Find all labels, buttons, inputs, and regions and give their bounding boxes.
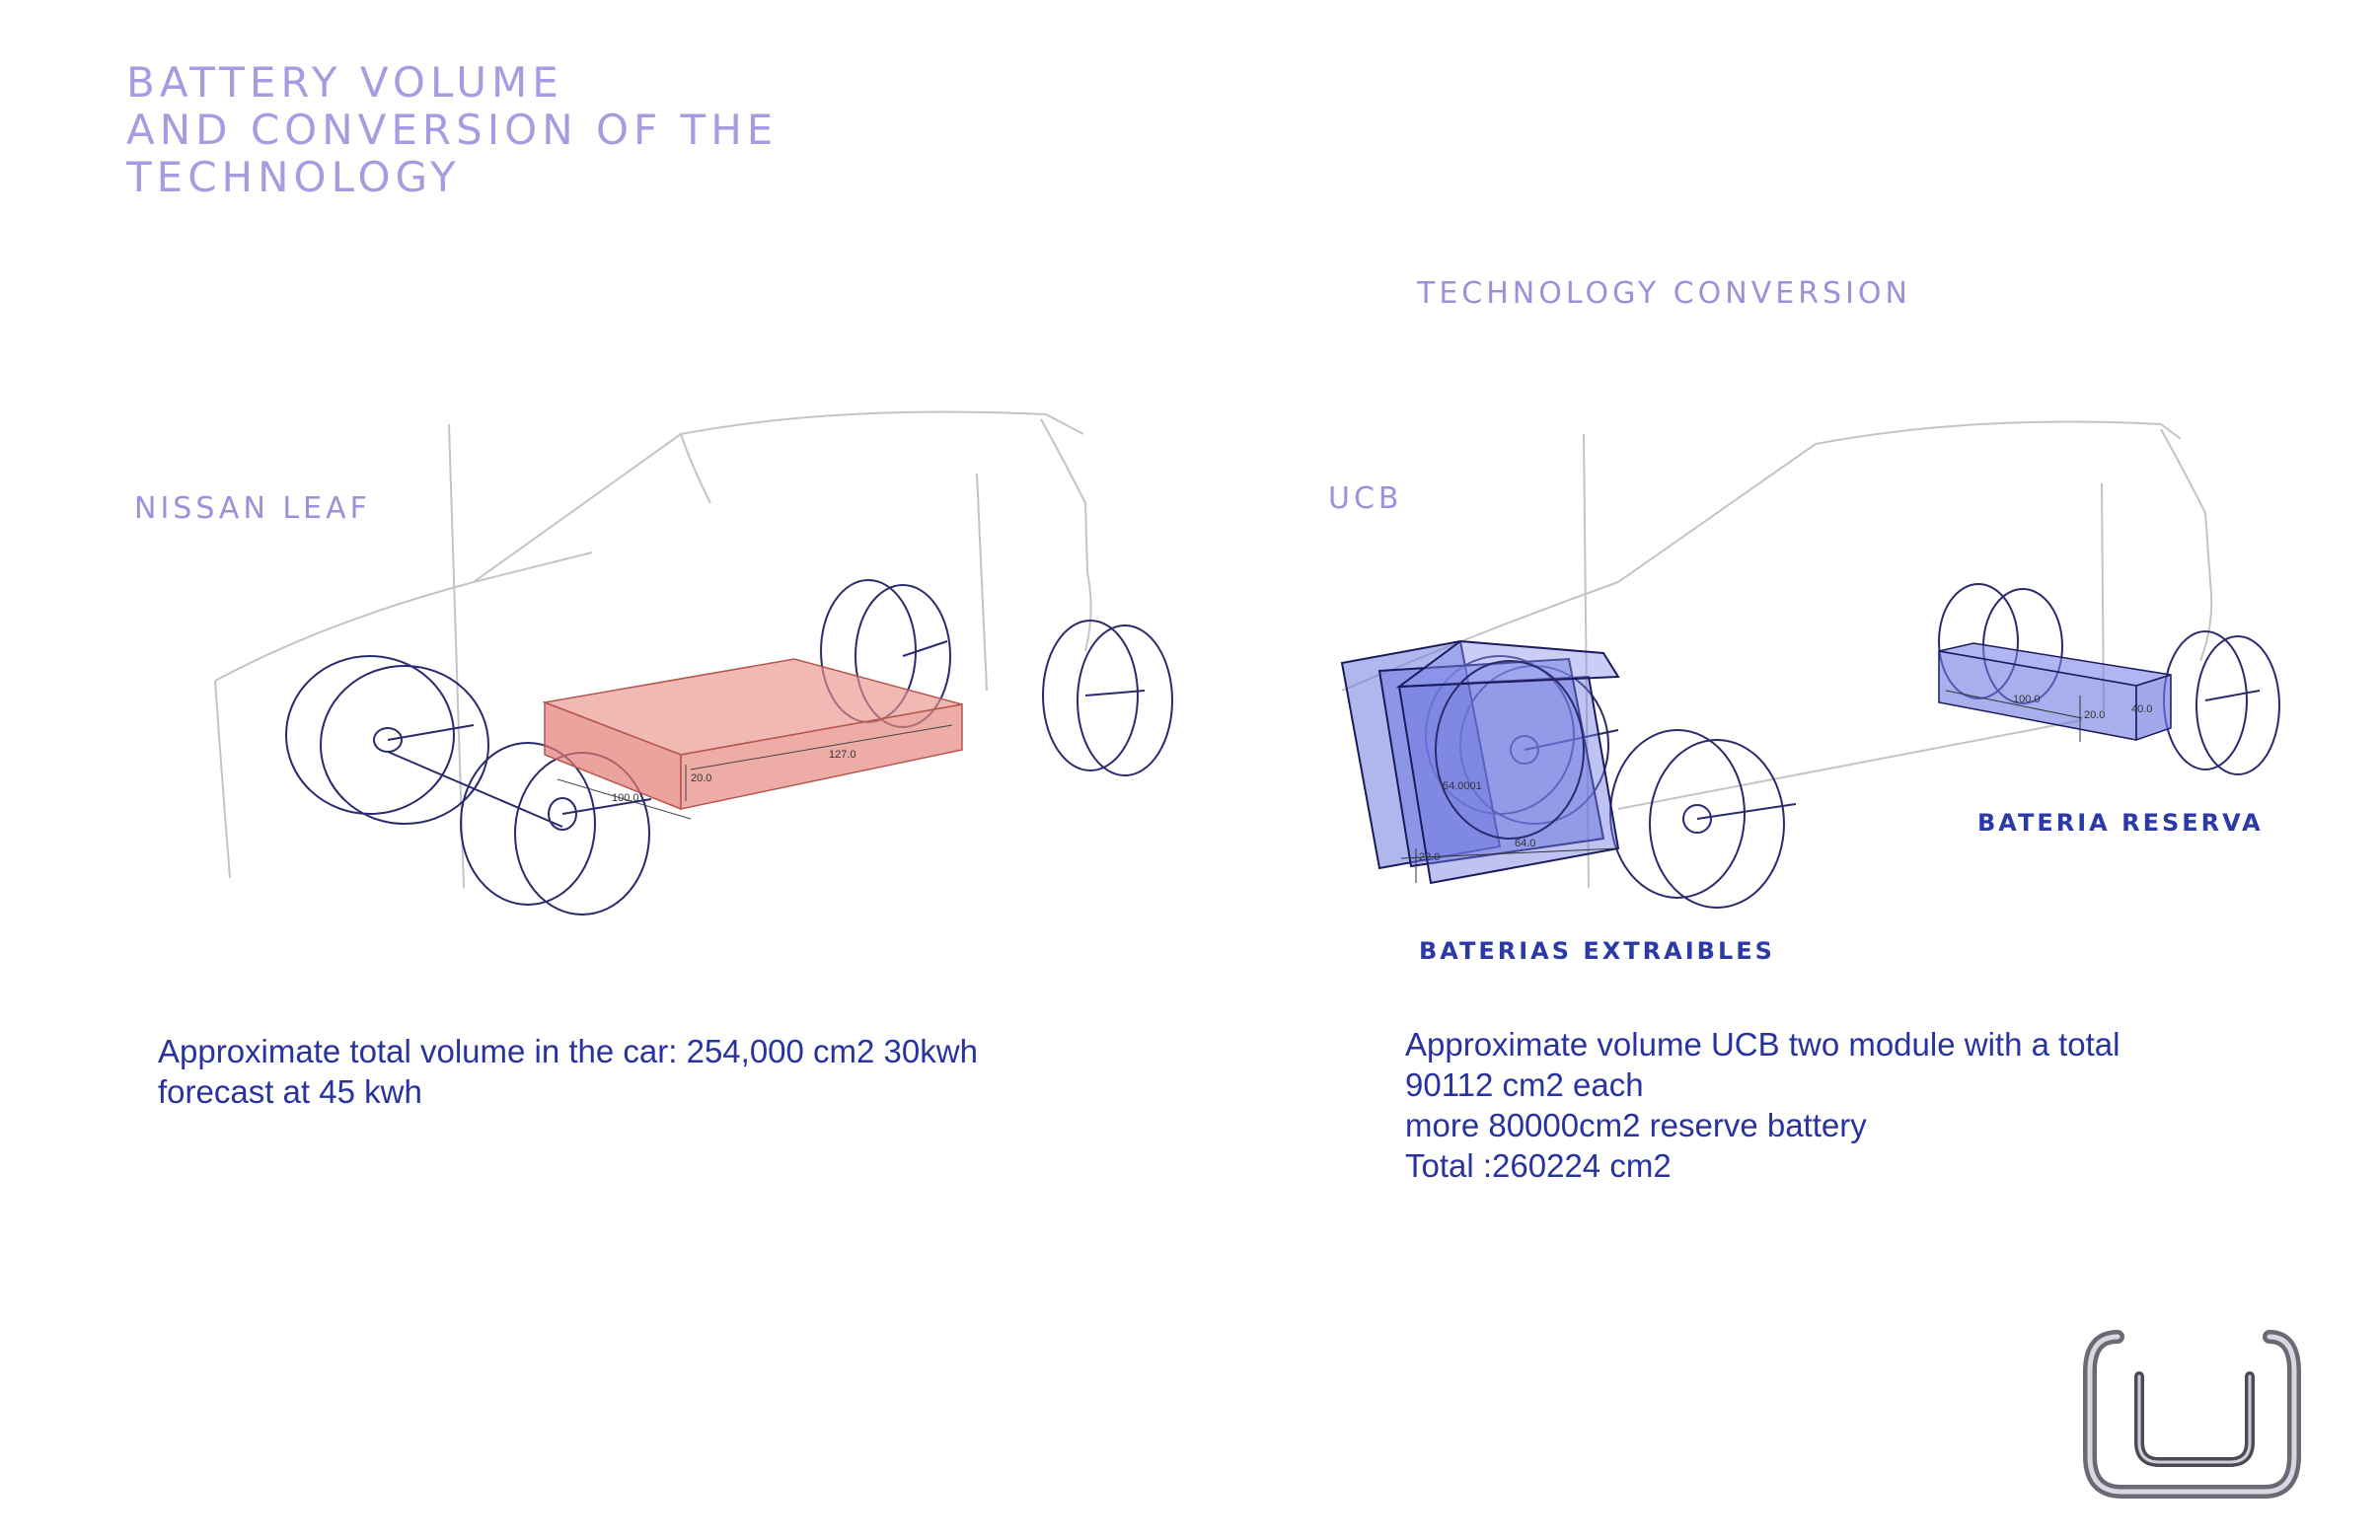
reserve-dim-depth: 40.0 — [2131, 703, 2152, 715]
ucb-description-line-2: 90112 cm2 each — [1405, 1066, 1644, 1103]
nissan-leaf-car-outline — [214, 410, 1092, 889]
nissan-leaf-description-line-2: forecast at 45 kwh — [158, 1073, 422, 1110]
ucb-description-line-1: Approximate volume UCB two module with a… — [1405, 1026, 2120, 1063]
leaf-dim-height: 20.0 — [691, 772, 711, 784]
ucb-dim-height: 54.0001 — [1443, 780, 1482, 792]
ucb-description: Approximate volume UCB two module with a… — [1405, 1024, 2120, 1186]
ucb-reserve-battery-block — [1938, 642, 2172, 742]
ucb-dim-depth: 22.0 — [1419, 851, 1440, 863]
ucb-dim-width: 64.0 — [1515, 838, 1535, 849]
page-title-line-2: AND CONVERSION OF THE — [126, 106, 779, 154]
page-title-line-1: BATTERY VOLUME — [126, 58, 563, 107]
removable-batteries-label: BATERIAS EXTRAIBLES — [1419, 937, 1775, 965]
page-title: BATTERY VOLUME AND CONVERSION OF THE TEC… — [126, 59, 778, 201]
reserve-dim-length: 100.0 — [2013, 694, 2041, 705]
page-title-line-3: TECHNOLOGY — [126, 153, 461, 201]
technology-conversion-heading: TECHNOLOGY CONVERSION — [1417, 276, 1911, 311]
ucb-logo — [2083, 1330, 2301, 1499]
nissan-leaf-wheels — [285, 579, 1173, 916]
nissan-leaf-description-line-1: Approximate total volume in the car: 254… — [158, 1033, 978, 1069]
ucb-description-line-4: Total :260224 cm2 — [1405, 1147, 1672, 1184]
ucb-removable-battery-modules — [1340, 639, 1620, 885]
leaf-dim-width: 100.0 — [612, 792, 639, 804]
ucb-label: UCB — [1328, 481, 1403, 516]
ucb-description-line-3: more 80000cm2 reserve battery — [1405, 1107, 1867, 1143]
nissan-leaf-battery-block — [542, 658, 963, 820]
reserve-dim-height: 20.0 — [2084, 709, 2105, 721]
leaf-dim-length: 127.0 — [829, 749, 856, 761]
reserve-battery-label: BATERIA RESERVA — [1977, 809, 2264, 837]
nissan-leaf-label: NISSAN LEAF — [134, 491, 371, 526]
nissan-leaf-description: Approximate total volume in the car: 254… — [158, 1031, 978, 1112]
